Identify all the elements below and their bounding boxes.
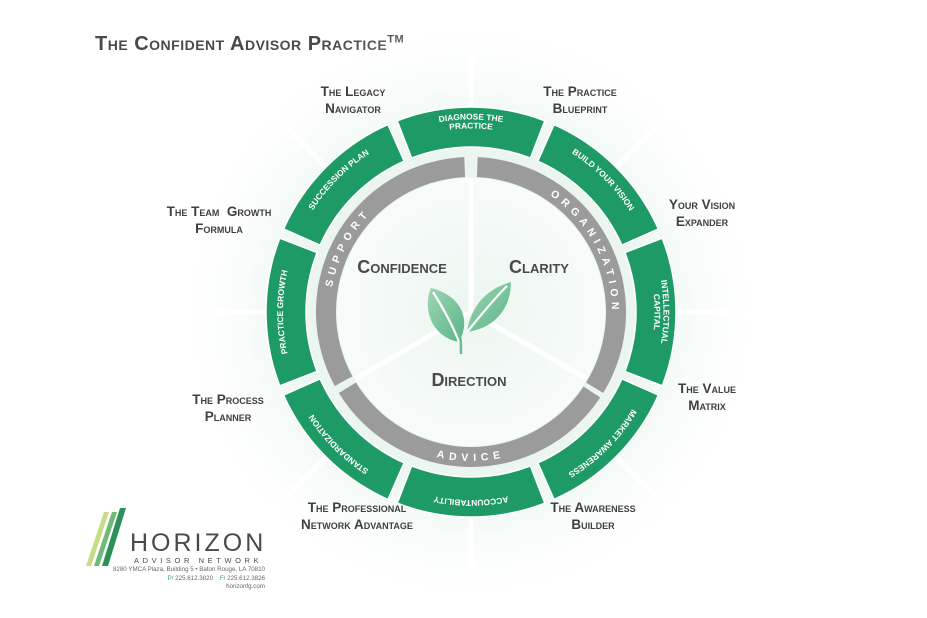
center-word-clarity: Clarity	[509, 257, 569, 277]
outer-label-line: The Legacy	[321, 84, 386, 99]
outer-label-line: Builder	[571, 517, 615, 532]
segment-label: Practice Growth	[275, 269, 290, 355]
segment-label: Practice	[449, 120, 494, 131]
segment-arc	[536, 377, 660, 501]
outer-label-line: The Professional	[308, 500, 407, 515]
segment-label: Intellectual	[659, 279, 672, 345]
spoke-line	[614, 455, 689, 530]
segment-6: Practice Growth	[265, 237, 319, 387]
outer-label-line: Blueprint	[553, 101, 608, 116]
leaf-icon	[427, 282, 511, 355]
segment-arc	[396, 464, 546, 518]
fax-label: F/	[219, 574, 226, 582]
phone-label: P/	[167, 574, 174, 582]
segment-0: Diagnose thePractice	[396, 106, 546, 160]
segment-arc	[536, 123, 660, 247]
logo-name: HORIZON	[130, 529, 267, 557]
outer-label-line: The Process	[192, 392, 264, 407]
outer-label-line: The Value	[678, 381, 736, 396]
segment-label: Diagnose the	[438, 111, 504, 124]
center-word-direction: Direction	[431, 370, 506, 390]
segment-label: Capital	[652, 293, 663, 330]
outer-label-line: Navigator	[325, 101, 381, 116]
segment-4: Accountability	[396, 464, 546, 518]
outer-label-line: The Awareness	[550, 500, 635, 515]
logo-contact: 8280 YMCA Plaza, Building 5 • Baton Roug…	[82, 566, 265, 592]
outer-label-line: Formula	[195, 221, 243, 236]
segment-2: IntellectualCapital	[623, 237, 677, 387]
outer-label-line: Matrix	[688, 398, 726, 413]
outer-label-line: The Team Growth	[167, 204, 272, 219]
wheel-spokes	[166, 7, 776, 617]
outer-label-line: Your Vision	[669, 197, 735, 212]
segment-arc	[282, 377, 406, 501]
logo-website: horizonfg.com	[226, 583, 265, 590]
horizon-logo: HORIZON ADVISOR NETWORK 8280 YMCA Plaza,…	[82, 508, 272, 598]
segment-arc	[396, 106, 546, 160]
logo-subtitle: ADVISOR NETWORK	[134, 556, 263, 565]
spoke-line	[253, 94, 328, 169]
outer-label-line: Expander	[676, 214, 729, 229]
spoke-line	[614, 94, 689, 169]
spoke-line	[253, 455, 328, 530]
gray-ring-section-1	[338, 382, 601, 468]
outer-label-line: Network Advantage	[301, 517, 413, 532]
segment-arc	[265, 237, 319, 387]
center-word-confidence: Confidence	[357, 257, 447, 277]
phone-number: 225.612.3820	[175, 574, 214, 582]
horizon-stripes-icon	[86, 508, 126, 566]
outer-label-line: Planner	[205, 409, 252, 424]
segment-arc	[282, 123, 406, 247]
logo-address: 8280 YMCA Plaza, Building 5 • Baton Roug…	[112, 566, 265, 573]
outer-segment-ring: Diagnose thePracticeBuild your VisionInt…	[265, 106, 677, 518]
gray-ring-section-0	[476, 157, 626, 393]
ring-label-advice: Advice	[436, 448, 506, 464]
fax-number: 225.612.3826	[227, 574, 265, 582]
outer-label-line: The Practice	[543, 84, 617, 99]
segment-arc	[623, 237, 677, 387]
gray-ring-section-2	[316, 157, 466, 386]
